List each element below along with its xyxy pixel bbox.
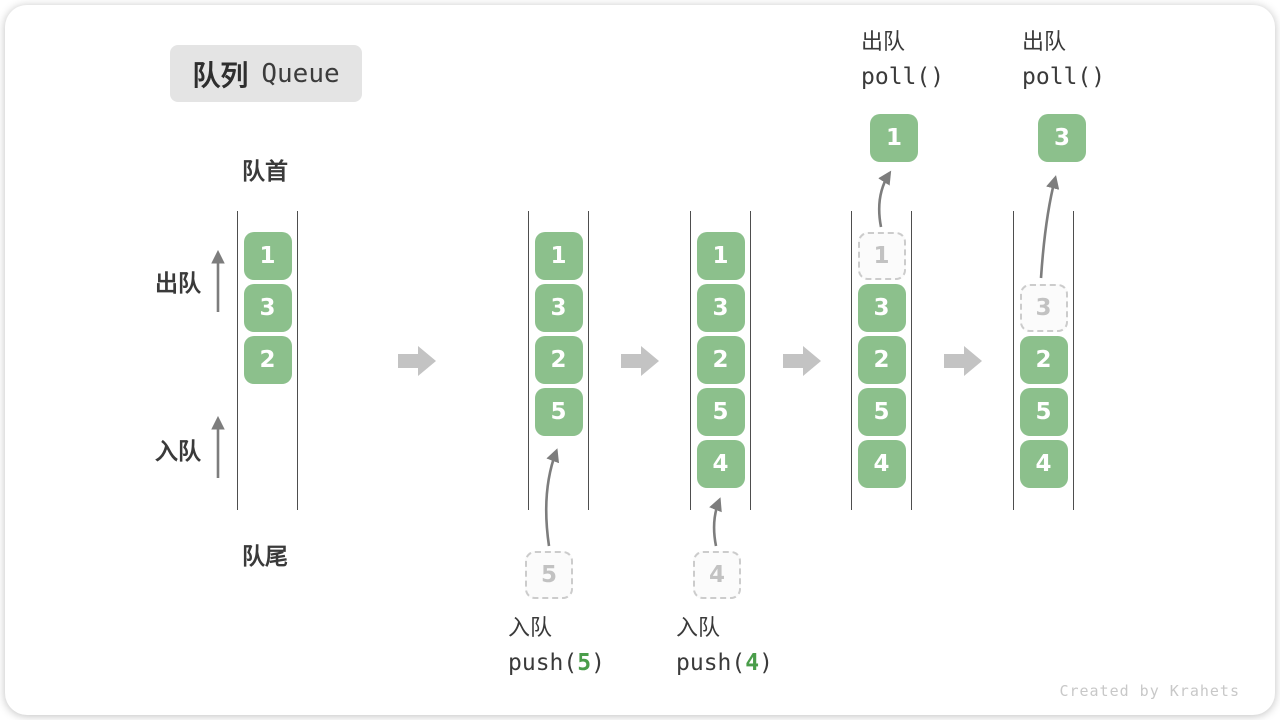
watermark: Created by Krahets [1059, 682, 1240, 700]
queue-item: 5 [857, 388, 906, 436]
queue-item: 5 [696, 388, 745, 436]
operation-label: 出队 poll() [861, 26, 944, 94]
queue-item: 4 [1019, 440, 1068, 488]
queue-item: 3 [696, 284, 745, 332]
operation-label: 入队 push(5) [508, 612, 605, 680]
queue-item: 4 [857, 440, 906, 488]
incoming-item: 5 [525, 551, 573, 599]
queue-front-label: 队首 [242, 159, 288, 185]
dequeued-item: 1 [870, 114, 918, 162]
queue-rear-label: 队尾 [242, 544, 288, 570]
title-badge: 队列 Queue [170, 45, 362, 102]
dequeue-side-label: 出队 [155, 271, 201, 297]
enqueue-side-label: 入队 [155, 439, 201, 465]
queue-item-removed: 3 [1019, 284, 1068, 332]
operation-label-zh: 出队 [861, 30, 906, 55]
queue-item: 2 [243, 336, 292, 384]
operation-arg: 5 [577, 650, 592, 676]
title-english: Queue [261, 58, 340, 89]
queue-item: 3 [534, 284, 583, 332]
operation-label: 入队 push(4) [676, 612, 773, 680]
queue-item: 4 [696, 440, 745, 488]
queue-item: 3 [243, 284, 292, 332]
queue-item: 2 [696, 336, 745, 384]
queue-item: 1 [696, 232, 745, 280]
diagram-card [5, 5, 1275, 715]
queue-item-removed: 1 [857, 232, 906, 280]
operation-label-zh: 入队 [508, 616, 553, 641]
operation-code: push(4) [676, 650, 773, 676]
queue-item: 1 [243, 232, 292, 280]
queue-item: 2 [1019, 336, 1068, 384]
operation-label: 出队 poll() [1022, 26, 1105, 94]
operation-code: push(5) [508, 650, 605, 676]
operation-arg: 4 [745, 650, 760, 676]
queue-item: 2 [534, 336, 583, 384]
queue-item: 1 [534, 232, 583, 280]
dequeued-item: 3 [1038, 114, 1086, 162]
title-chinese: 队列 [192, 58, 249, 92]
operation-code: poll() [1022, 64, 1106, 90]
operation-label-zh: 入队 [676, 616, 721, 641]
queue-item: 5 [534, 388, 583, 436]
queue-item: 2 [857, 336, 906, 384]
incoming-item: 4 [693, 551, 741, 599]
queue-item: 3 [857, 284, 906, 332]
operation-code: poll() [861, 64, 945, 90]
operation-label-zh: 出队 [1022, 30, 1067, 55]
queue-item: 5 [1019, 388, 1068, 436]
